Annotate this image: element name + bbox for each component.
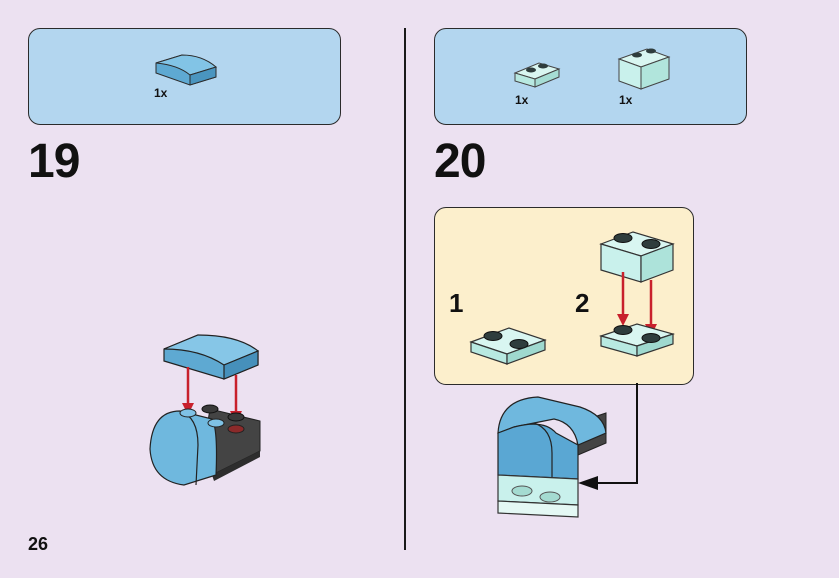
step-19-assembly-illustration xyxy=(149,334,261,486)
substep-box: 1 2 xyxy=(434,207,694,385)
step-19-parts-box: 1x xyxy=(28,28,341,125)
step-number-19: 19 xyxy=(28,135,80,188)
step-20-assembly-illustration xyxy=(497,396,607,518)
substep-number-1: 1 xyxy=(449,288,464,318)
transparent-plate-1x2-icon xyxy=(513,62,561,88)
part-count: 1x xyxy=(619,93,633,107)
transparent-plate-1x2-icon xyxy=(469,327,547,365)
part-count: 1x xyxy=(154,86,168,100)
part-count: 1x xyxy=(515,93,529,107)
transparent-brick-1x2-icon xyxy=(617,48,671,90)
curved-slope-brick-icon xyxy=(155,54,218,86)
substep-number-2: 2 xyxy=(575,288,590,318)
substep-2-illustration xyxy=(598,231,676,357)
step-number-20: 20 xyxy=(434,135,486,188)
page-number: 26 xyxy=(28,534,49,554)
column-divider xyxy=(404,28,406,550)
step-20-parts-box: 1x 1x xyxy=(434,28,747,125)
substep-connector-arrow xyxy=(578,383,638,490)
